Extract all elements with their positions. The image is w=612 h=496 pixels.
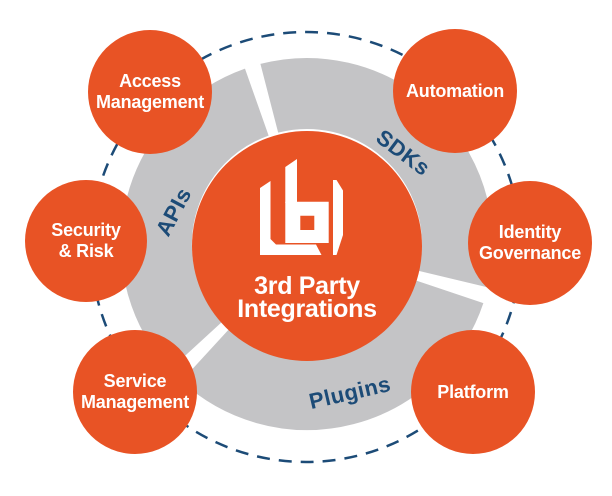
satellite-identity-governance: Identity Governance — [468, 181, 592, 305]
beyondtrust-logo-icon — [260, 159, 343, 255]
satellite-platform: Platform — [411, 330, 535, 454]
ring-segment-plugins — [181, 279, 484, 431]
satellite-service-management: Service Management — [73, 330, 197, 454]
hub-circle: 3rd Party Integrations — [192, 131, 422, 361]
ring-segment-apis — [120, 68, 270, 370]
hub-title-line2: Integrations — [237, 295, 377, 323]
satellite-access-management: Access Management — [88, 30, 212, 154]
satellite-security-risk: Security & Risk — [25, 180, 147, 302]
hub-title-line1: 3rd Party — [254, 272, 360, 300]
hub-title: 3rd Party Integrations — [237, 272, 377, 323]
satellite-automation: Automation — [393, 29, 517, 153]
